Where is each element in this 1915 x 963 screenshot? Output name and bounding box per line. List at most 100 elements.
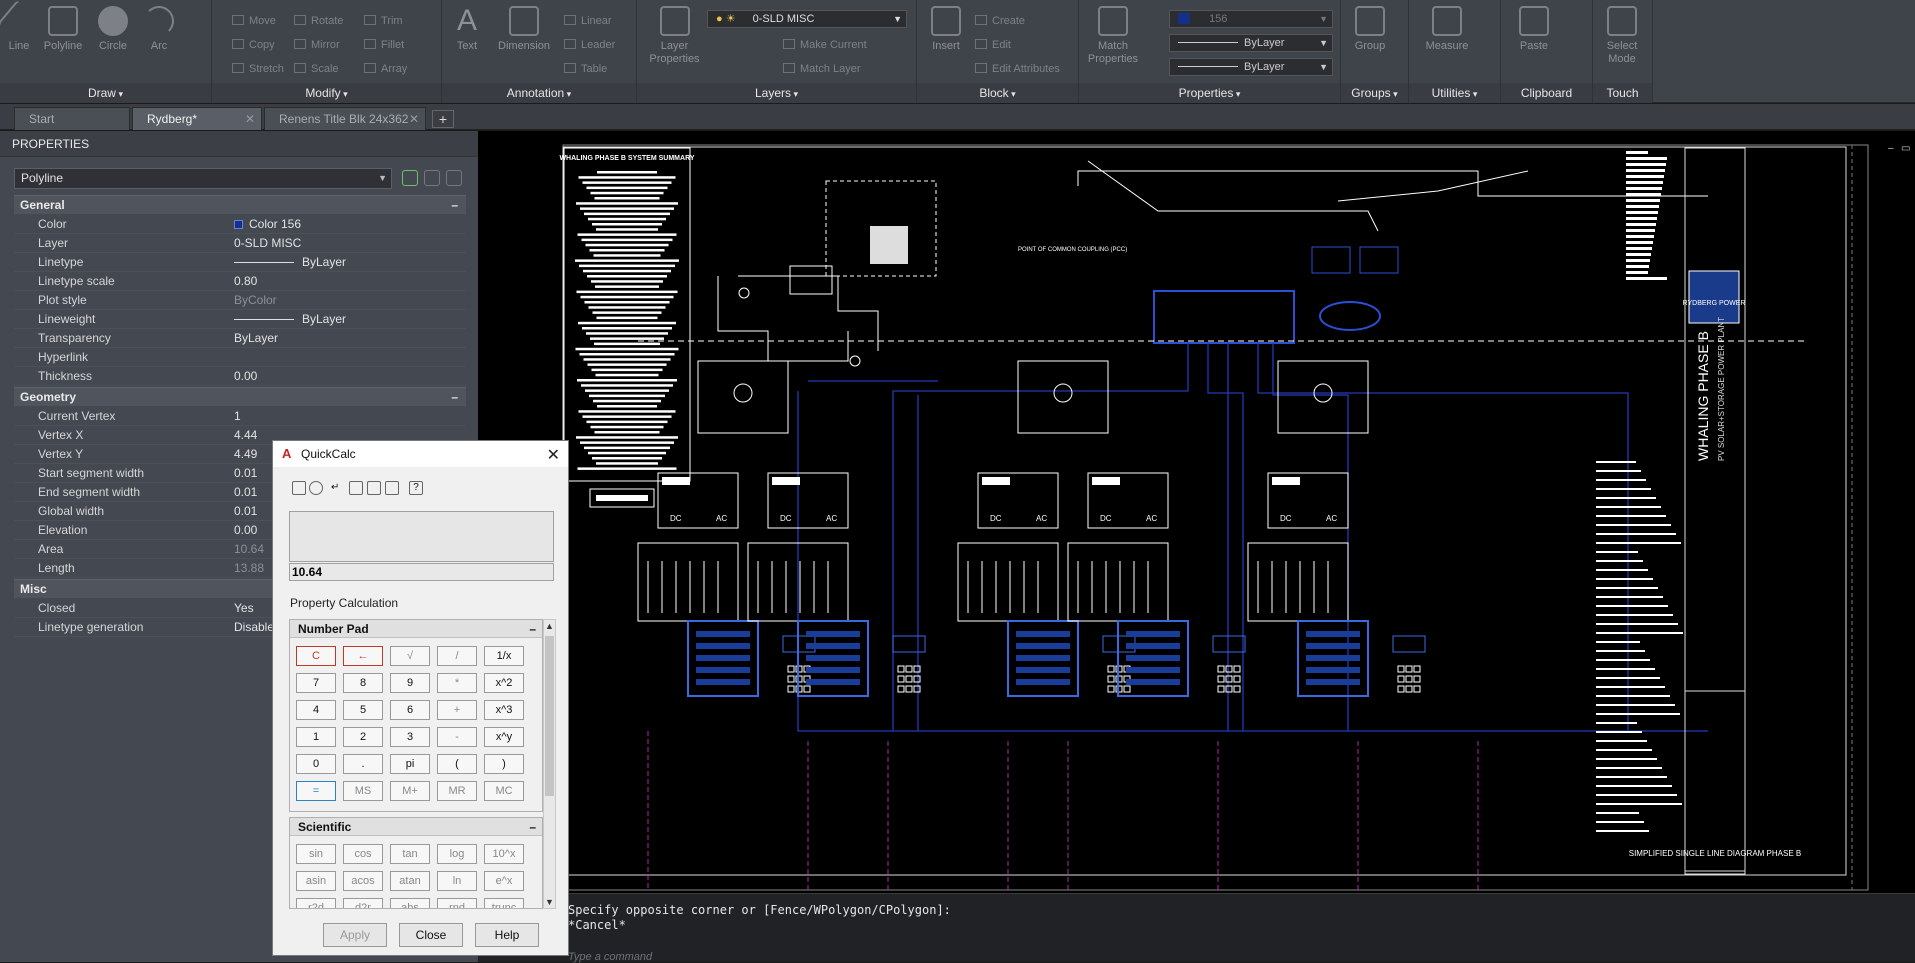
- command-line[interactable]: Specify opposite corner or [Fence/WPolyg…: [478, 893, 1915, 963]
- quickcalc-scrollbar[interactable]: ▲▼: [543, 619, 556, 909]
- property-value[interactable]: ByColor: [234, 293, 277, 307]
- apply-button[interactable]: Apply: [323, 923, 387, 947]
- numpad-key[interactable]: 5: [343, 700, 383, 720]
- trim-button[interactable]: Trim: [364, 12, 403, 30]
- scientific-key[interactable]: abs: [390, 898, 430, 908]
- property-value[interactable]: 13.88: [234, 561, 265, 575]
- new-tab-button[interactable]: +: [432, 110, 454, 128]
- create-block-button[interactable]: Create: [975, 12, 1025, 30]
- numpad-key[interactable]: MC: [484, 781, 524, 801]
- linear-button[interactable]: Linear: [564, 12, 612, 30]
- block-panel-title[interactable]: Block: [917, 83, 1078, 103]
- scientific-key[interactable]: rnd: [437, 898, 477, 908]
- property-value[interactable]: ByLayer: [234, 331, 279, 345]
- close-icon[interactable]: ✕: [546, 447, 560, 464]
- history-icon[interactable]: [309, 481, 323, 495]
- scientific-key[interactable]: d2r: [343, 898, 383, 908]
- minimize-viewport-icon[interactable]: –: [1888, 143, 1894, 154]
- table-button[interactable]: Table: [564, 60, 607, 78]
- restore-viewport-icon[interactable]: ▭: [1901, 143, 1910, 154]
- help-icon[interactable]: ?: [409, 481, 423, 495]
- section-geometry[interactable]: Geometry–: [14, 387, 466, 406]
- distance-icon[interactable]: [349, 481, 363, 495]
- groups-panel-title[interactable]: Groups: [1341, 83, 1408, 103]
- numpad-key[interactable]: *: [437, 673, 477, 693]
- get-coordinates-icon[interactable]: ↵: [331, 482, 340, 493]
- property-value[interactable]: Yes: [234, 601, 254, 615]
- rotate-button[interactable]: Rotate: [294, 12, 343, 30]
- numpad-key[interactable]: -: [437, 727, 477, 747]
- select-objects-icon[interactable]: [424, 170, 440, 186]
- property-value[interactable]: Disable: [234, 620, 275, 634]
- numpad-key[interactable]: C: [296, 646, 336, 666]
- property-value[interactable]: 1: [234, 409, 241, 423]
- properties-ribbon-title[interactable]: Properties: [1079, 83, 1340, 103]
- numpad-key[interactable]: .: [343, 754, 383, 774]
- numpad-key[interactable]: 8: [343, 673, 383, 693]
- numpad-key[interactable]: 1/x: [484, 646, 524, 666]
- scientific-key[interactable]: cos: [343, 844, 383, 864]
- property-value[interactable]: Color 156: [234, 215, 301, 234]
- scientific-key[interactable]: r2d: [296, 898, 336, 908]
- collapse-icon[interactable]: –: [451, 198, 458, 212]
- section-general[interactable]: General–: [14, 195, 466, 214]
- edit-block-button[interactable]: Edit: [975, 36, 1011, 54]
- tab-rydberg[interactable]: Rydberg*✕: [132, 107, 262, 130]
- annotation-panel-title[interactable]: Annotation: [442, 83, 636, 103]
- quick-select-icon[interactable]: [446, 170, 462, 186]
- property-value[interactable]: 0.80: [234, 274, 258, 288]
- numpad-key[interactable]: √: [390, 646, 430, 666]
- lineweight-dropdown[interactable]: ByLayer▼: [1169, 58, 1333, 76]
- linetype-dropdown[interactable]: ByLayer▼: [1169, 34, 1333, 52]
- copy-button[interactable]: Copy: [232, 36, 275, 54]
- line-button[interactable]: Line: [0, 0, 44, 52]
- object-type-dropdown[interactable]: Polyline▼: [14, 168, 392, 189]
- intersection-icon[interactable]: [385, 481, 399, 495]
- scientific-key[interactable]: sin: [296, 844, 336, 864]
- touch-panel-title[interactable]: Touch: [1593, 83, 1652, 103]
- fillet-button[interactable]: Fillet: [364, 36, 404, 54]
- paste-button[interactable]: Paste: [1509, 6, 1559, 52]
- property-value[interactable]: 4.49: [234, 447, 258, 461]
- property-value[interactable]: 4.44: [234, 428, 258, 442]
- collapse-icon[interactable]: –: [451, 390, 458, 404]
- tab-start[interactable]: Start: [14, 107, 130, 130]
- move-button[interactable]: Move: [232, 12, 276, 30]
- make-current-button[interactable]: Make Current: [783, 36, 867, 54]
- measure-button[interactable]: Measure: [1417, 6, 1477, 52]
- numpad-key[interactable]: pi: [390, 754, 430, 774]
- array-button[interactable]: Array: [364, 60, 407, 78]
- stretch-button[interactable]: Stretch: [232, 60, 284, 78]
- property-value[interactable]: 0.00: [234, 523, 258, 537]
- close-tab-icon[interactable]: ✕: [408, 112, 419, 126]
- layers-panel-title[interactable]: Layers: [637, 83, 916, 103]
- scientific-key[interactable]: 10^x: [484, 844, 524, 864]
- numpad-key[interactable]: 9: [390, 673, 430, 693]
- utilities-panel-title[interactable]: Utilities: [1409, 83, 1500, 103]
- scientific-key[interactable]: ln: [437, 871, 477, 891]
- scientific-header[interactable]: Scientific–: [290, 818, 542, 836]
- close-button[interactable]: Close: [399, 923, 463, 947]
- numpad-key[interactable]: x^y: [484, 727, 524, 747]
- layer-properties-button[interactable]: Layer Properties: [647, 6, 702, 66]
- property-value[interactable]: ByLayer: [234, 253, 346, 272]
- numpad-key[interactable]: 7: [296, 673, 336, 693]
- scientific-key[interactable]: tan: [390, 844, 430, 864]
- property-value[interactable]: 10.64: [234, 542, 265, 556]
- tab-renens-title-blk[interactable]: Renens Title Blk 24x362✕: [264, 107, 426, 130]
- close-tab-icon[interactable]: ✕: [244, 112, 255, 126]
- calc-input[interactable]: 10.64: [289, 563, 554, 581]
